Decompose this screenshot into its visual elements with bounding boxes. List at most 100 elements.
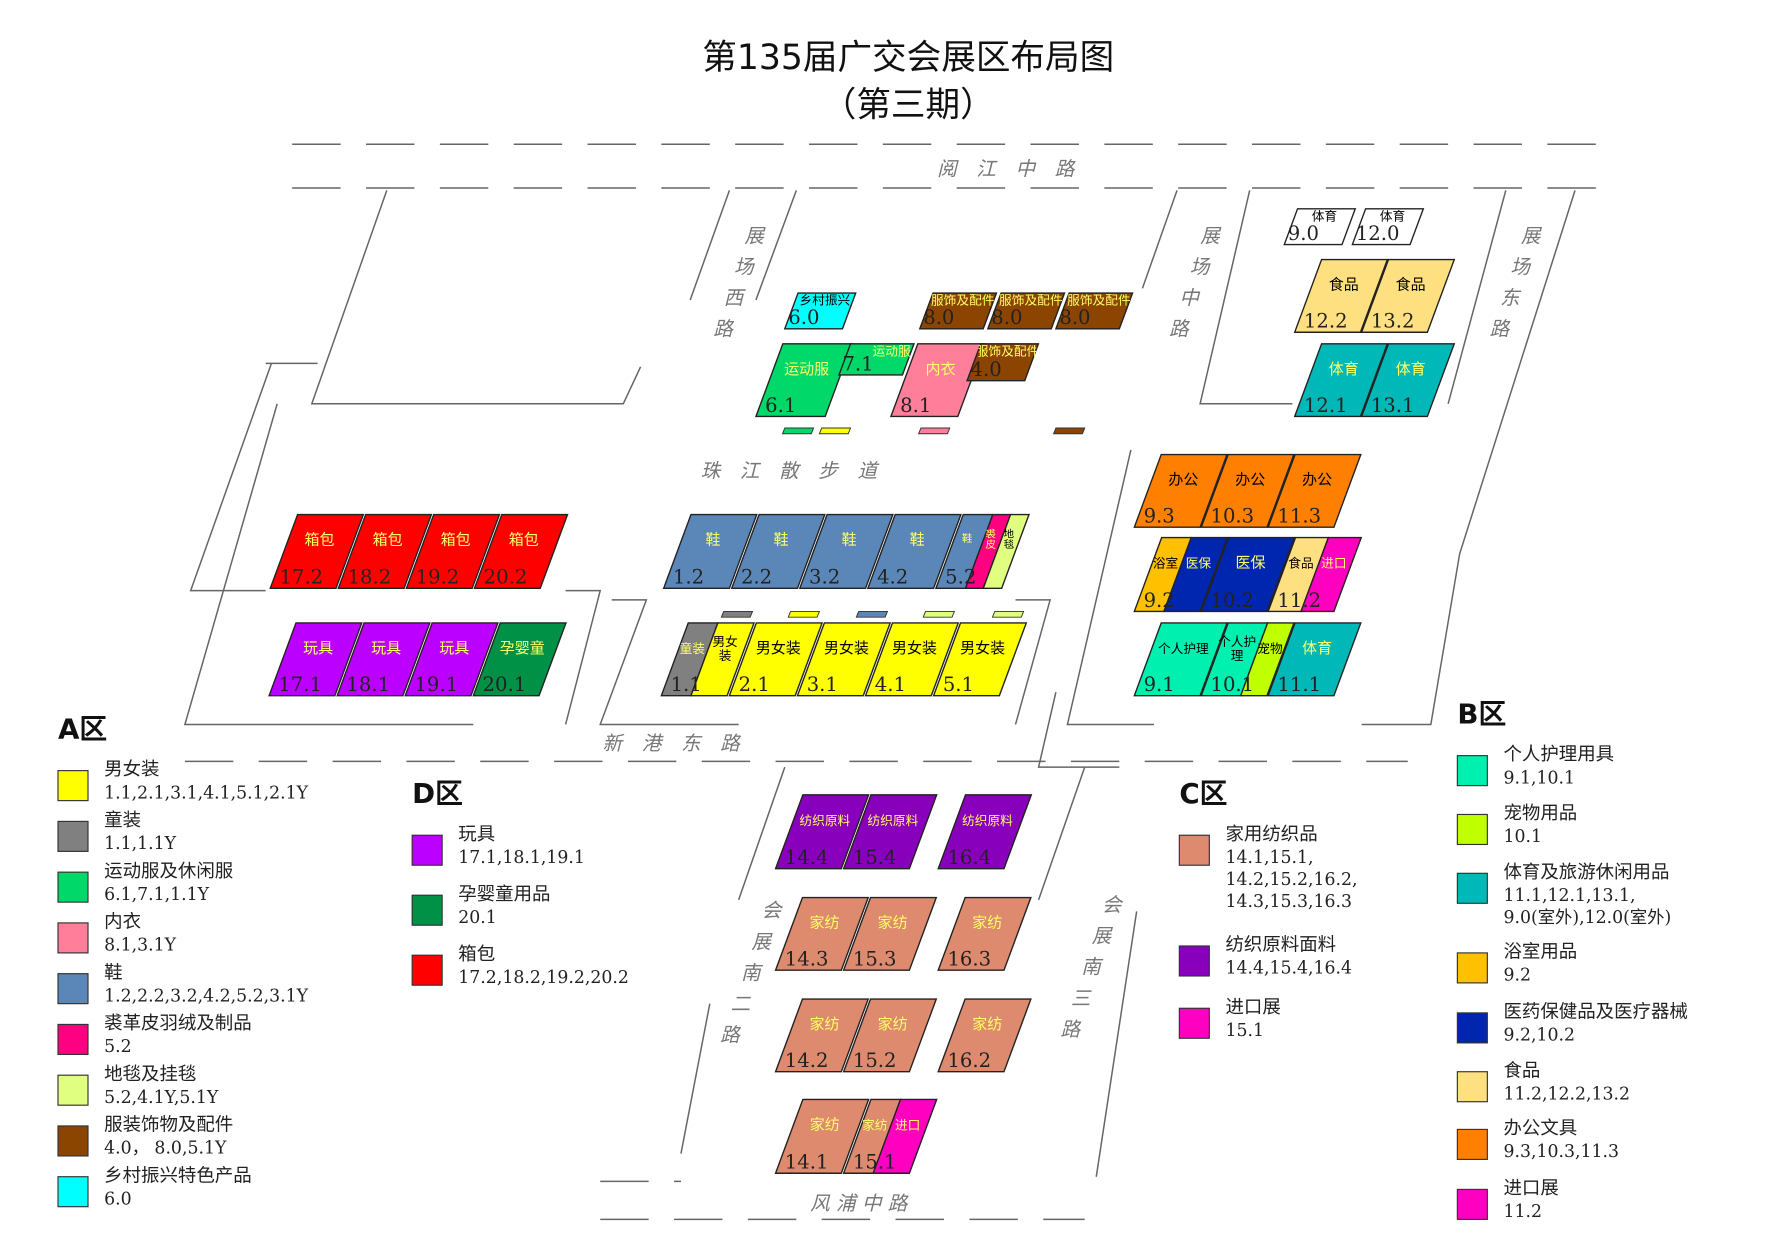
road-fengpu: 风 浦 中 路 [810,1192,909,1215]
hall-segment [405,513,501,590]
hall-number: 10.2 [1210,589,1254,612]
hall-4.2[interactable]: 鞋4.2 [866,513,962,590]
legend-category: 体育及旅游休闲用品 [1504,862,1670,883]
legend-category: 孕婴童用品 [458,884,550,905]
hall-segment [774,998,870,1073]
hall-category-label: 箱包 [508,532,539,550]
legend-halls: 6.1,7.1,1.1Y [104,885,210,905]
hall-9.3[interactable]: 办公9.3 [1133,453,1228,528]
hall-11.2[interactable]: 食品进口11.2 [1267,536,1363,613]
hall-segment [1293,258,1389,333]
hall-number: 18.2 [348,566,392,589]
road-char: 南 [741,961,764,984]
hall-category-label-box: 纺织原料 [799,814,850,827]
hall-2.2[interactable]: 鞋2.2 [730,513,826,590]
road-char: 会 [1102,893,1124,916]
hall-category-label-box: 纺织原料 [962,814,1013,827]
hall-category-label-box: 家纺 [810,1118,840,1134]
hall-1.2[interactable]: 鞋1.2 [662,513,758,590]
road-char: 会 [762,899,784,922]
road-lines [183,143,1622,1221]
legend-zone-2: D区玩具17.1,18.1,19.1孕婴童用品20.1箱包17.2,18.2,1… [411,777,629,988]
hall-9.2[interactable]: 浴室医保9.2 [1133,536,1229,613]
legend-swatch [57,820,89,852]
hall-number: 12.1 [1304,394,1348,417]
hall-category-label-box: 鞋 [842,533,857,549]
hall-number: 15.3 [853,948,897,971]
hall-16.2[interactable]: 家纺 16.2 [937,998,1032,1073]
legend-zone-title: D区 [412,777,463,810]
hall-category-label-box: 运动服 [873,345,911,358]
annex-hall-chip [781,427,815,435]
hall-segment [1360,258,1456,333]
hall-segment [1133,453,1228,528]
hall-number: 2.2 [741,566,772,589]
hall-category-label-box: 童装 [680,642,705,655]
road-char: 西 [724,287,747,310]
hall-number: 11.2 [1277,589,1321,612]
hall-8.1[interactable]: 内衣8.1 [889,343,986,418]
hall-category-label-box: 孕婴童 [500,641,545,657]
hall-category-label-box: 玩具 [303,641,333,657]
legend: A区男女装1.1,2.1,3.1,4.1,5.1,2.1Y童装1.1,1.1Y运… [57,697,1688,1222]
hall-9.0[interactable]: 体育9.0 [1283,208,1357,246]
hall-category-label-box: 家纺 [972,1017,1002,1033]
hall-15.1[interactable]: 家纺进口15.1 [842,1098,938,1174]
legend-swatch [57,770,89,802]
hall-segment [1360,343,1456,418]
legend-swatch [1178,1007,1210,1039]
hall-number: 16.2 [947,1049,991,1072]
hall-segment [689,622,755,697]
road-char: 展 [1521,224,1543,247]
hall-3.2[interactable]: 鞋3.2 [798,513,894,590]
hall-10.1[interactable]: 个人护理宠物10.1 [1200,622,1295,697]
legend-halls: 1.1,1.1Y [104,834,177,854]
hall-5.2[interactable]: 鞋裘皮地毯5.2 [934,513,1030,590]
hall-1.1[interactable]: 童装男女装1.1 [660,622,755,697]
hall-category-label: 个人护理 [1218,634,1257,663]
